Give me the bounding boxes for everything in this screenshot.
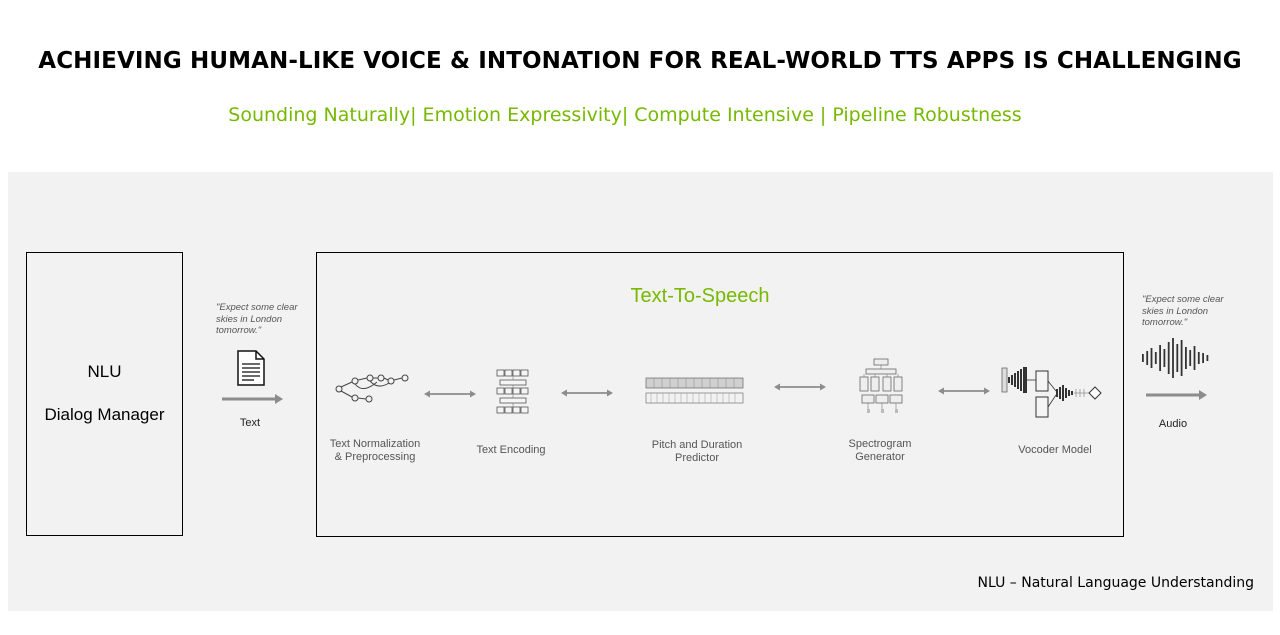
waveform-bar (1159, 345, 1161, 371)
waveform-bar (1176, 344, 1179, 372)
waveform-bar (1150, 348, 1153, 368)
waveform-bar (1197, 352, 1200, 364)
input-arrow (222, 394, 283, 404)
waveform-bar (1163, 349, 1166, 367)
waveform-bar (1189, 350, 1192, 366)
network-icon (859, 358, 903, 413)
waveform-bar (1193, 346, 1196, 370)
double-arrow-4 (938, 387, 990, 395)
double-arrow-3 (774, 383, 826, 391)
stage-line1: Text Encoding (476, 444, 546, 456)
waveform-bar (1206, 355, 1209, 361)
waveform-bar (1185, 347, 1187, 369)
graph-icon (335, 374, 409, 403)
predictor-grid-icon (645, 377, 744, 404)
waveform-icon (1142, 338, 1209, 378)
waveform-bar (1167, 342, 1170, 374)
output-label: Audio (1158, 418, 1188, 430)
stage-line1: Text Normalization (329, 438, 421, 450)
input-label: Text (239, 417, 261, 429)
stage-line1: Vocoder Model (1018, 444, 1092, 456)
nlu-label: NLU (87, 362, 122, 381)
waveform-bar (1142, 354, 1144, 362)
output-quote: "Expect some clear skies in London tomor… (1142, 294, 1224, 328)
stage-text-encoding-label: Text Encoding (466, 444, 556, 457)
waveform-bar (1146, 351, 1149, 365)
document-icon (237, 350, 265, 386)
page-subtitle: Sounding Naturally| Emotion Expressivity… (228, 104, 1022, 126)
double-arrow-1 (424, 390, 476, 398)
tts-title: Text-To-Speech (630, 285, 770, 307)
footnote: NLU – Natural Language Understanding (977, 575, 1255, 591)
waveform-bar (1180, 340, 1183, 376)
stage-line1: Spectrogram (848, 438, 912, 450)
stage-text-normalization-label: Text Normalization & Preprocessing (325, 438, 425, 464)
dialog-manager-label: Dialog Manager (44, 405, 165, 424)
stage-vocoder-label: Vocoder Model (1005, 444, 1105, 457)
stage-line1: Pitch and Duration (651, 439, 743, 451)
stage-spectrogram-label: Spectrogram Generator (830, 438, 930, 464)
double-arrow-2 (561, 389, 613, 397)
page-title: ACHIEVING HUMAN-LIKE VOICE & INTONATION … (38, 48, 1242, 74)
vocoder-icon (1001, 367, 1102, 418)
stage-line2: Generator (855, 451, 905, 463)
input-quote: "Expect some clear skies in London tomor… (216, 302, 298, 336)
waveform-bar (1154, 352, 1157, 364)
output-arrow (1146, 390, 1207, 400)
stage-line2: Predictor (674, 452, 720, 464)
nlu-dialog-manager-box (26, 252, 183, 536)
stage-pitch-duration-label: Pitch and Duration Predictor (640, 439, 754, 465)
encoder-stack-icon (496, 369, 529, 414)
stage-line2: & Preprocessing (334, 451, 416, 463)
waveform-bar (1202, 353, 1204, 363)
waveform-bar (1172, 338, 1174, 378)
